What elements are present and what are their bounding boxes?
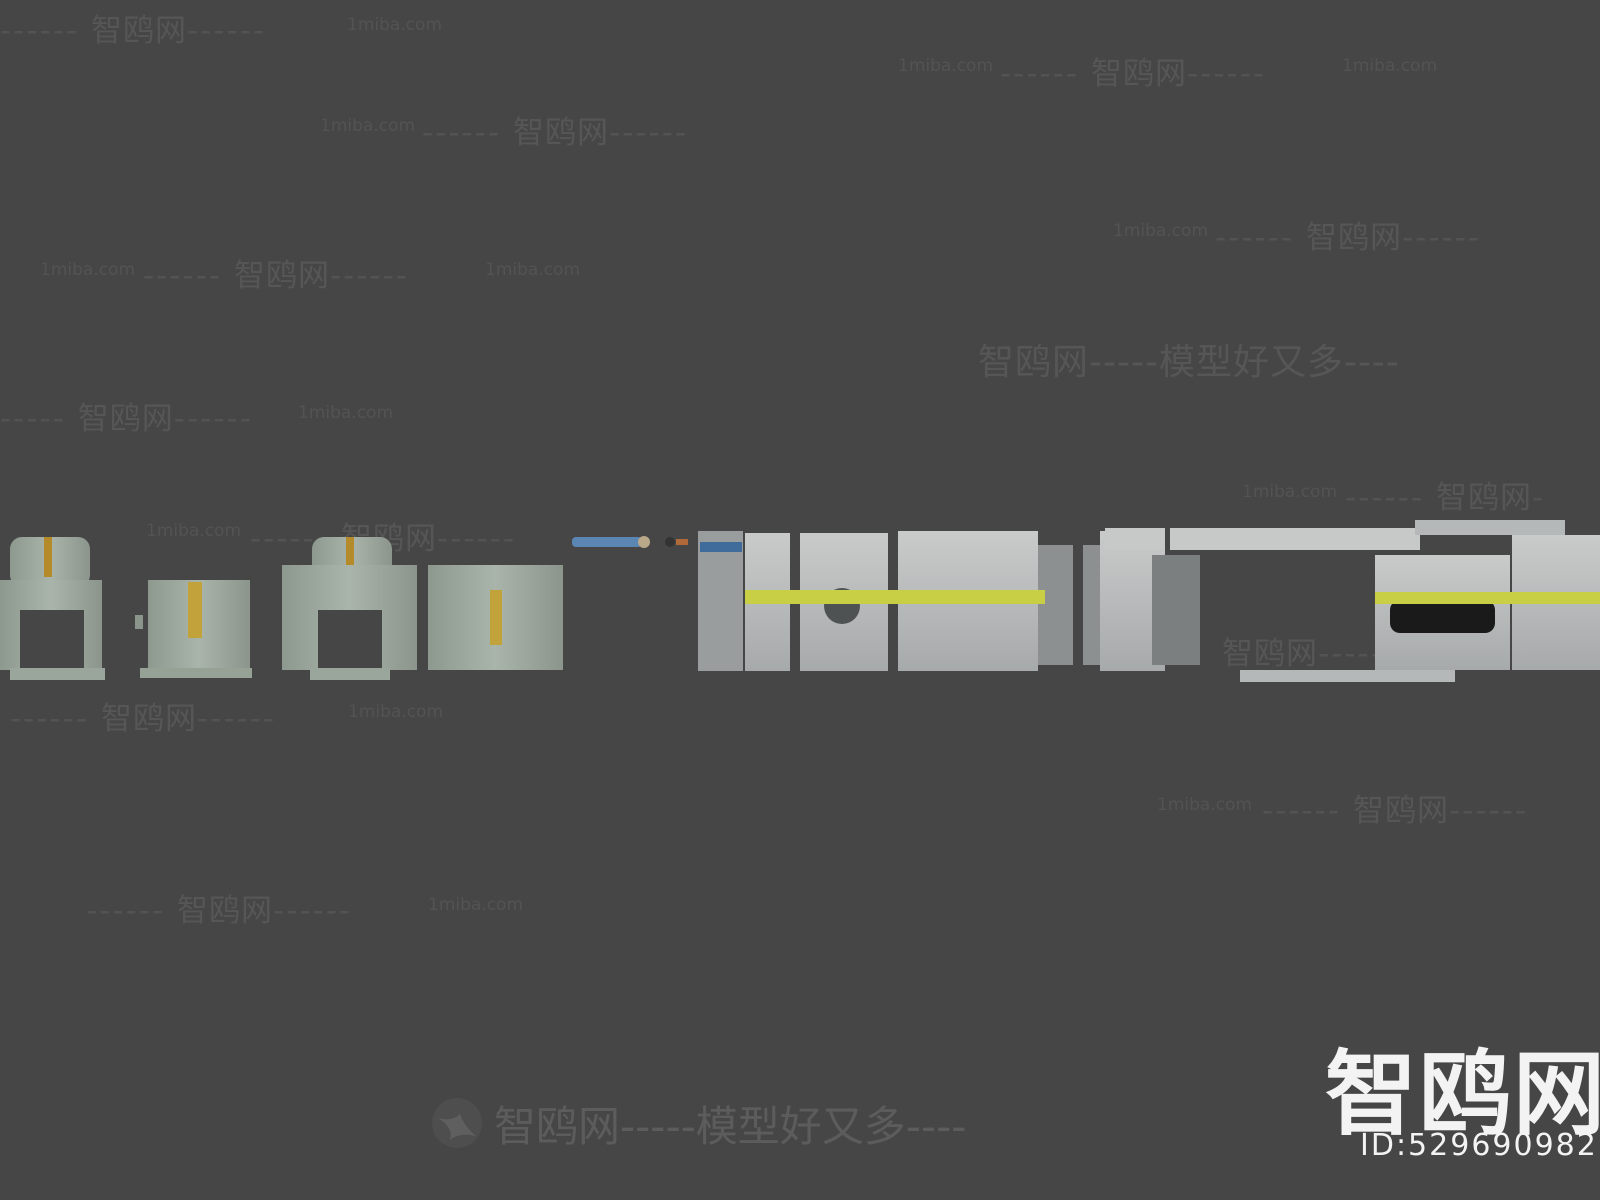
watermark-domain-6: 1miba.com bbox=[40, 260, 136, 280]
watermark-domain-1: 1miba.com bbox=[347, 15, 443, 35]
watermark-6: ----- 智鸥网------ bbox=[0, 401, 253, 437]
watermark-1: ------ 智鸥网------ bbox=[0, 13, 267, 49]
door-model-2 bbox=[135, 580, 252, 678]
watermark-3: ------ 智鸥网------ bbox=[422, 115, 689, 151]
watermark-12: ------ 智鸥网------ bbox=[86, 893, 353, 929]
pipe-model bbox=[572, 536, 688, 548]
bird-logo-icon bbox=[432, 1098, 482, 1148]
watermark-2: ------ 智鸥网------ bbox=[1000, 56, 1267, 92]
corridor-model bbox=[698, 520, 1600, 682]
watermark-domain-12: 1miba.com bbox=[348, 702, 444, 722]
watermark-domain-14: 1miba.com bbox=[428, 895, 524, 915]
watermark-11: ------ 智鸥网------ bbox=[1262, 793, 1529, 829]
watermark-domain-3: 1miba.com bbox=[1342, 56, 1438, 76]
door-model-3 bbox=[282, 537, 417, 680]
watermark-4: ------ 智鸥网------ bbox=[1215, 220, 1482, 256]
watermark-domain-4: 1miba.com bbox=[320, 116, 416, 136]
watermark-domain-5: 1miba.com bbox=[1113, 221, 1209, 241]
door-model-1 bbox=[0, 537, 105, 680]
watermark-domain-7: 1miba.com bbox=[485, 260, 581, 280]
model-id-label: ID:529690982 bbox=[1360, 1128, 1598, 1163]
watermark-domain-8: 1miba.com bbox=[298, 403, 394, 423]
watermark-7: ------ 智鸥网- bbox=[1345, 480, 1546, 516]
watermark-domain-9: 1miba.com bbox=[1242, 482, 1338, 502]
watermark-10: ------ 智鸥网------ bbox=[10, 701, 277, 737]
watermark-5: ------ 智鸥网------ bbox=[143, 258, 410, 294]
watermark-domain-13: 1miba.com bbox=[1157, 795, 1253, 815]
watermark-slogan-1: 智鸥网-----模型好又多---- bbox=[978, 342, 1400, 383]
watermark-domain-2: 1miba.com bbox=[898, 56, 994, 76]
corner-logo: 智鸥网 bbox=[1325, 1041, 1600, 1148]
bottom-slogan: 智鸥网-----模型好又多---- bbox=[494, 1101, 967, 1151]
door-model-4 bbox=[428, 565, 563, 670]
watermark-domain-10: 1miba.com bbox=[146, 521, 242, 541]
bottom-watermark: 智鸥网-----模型好又多---- bbox=[430, 1095, 966, 1151]
